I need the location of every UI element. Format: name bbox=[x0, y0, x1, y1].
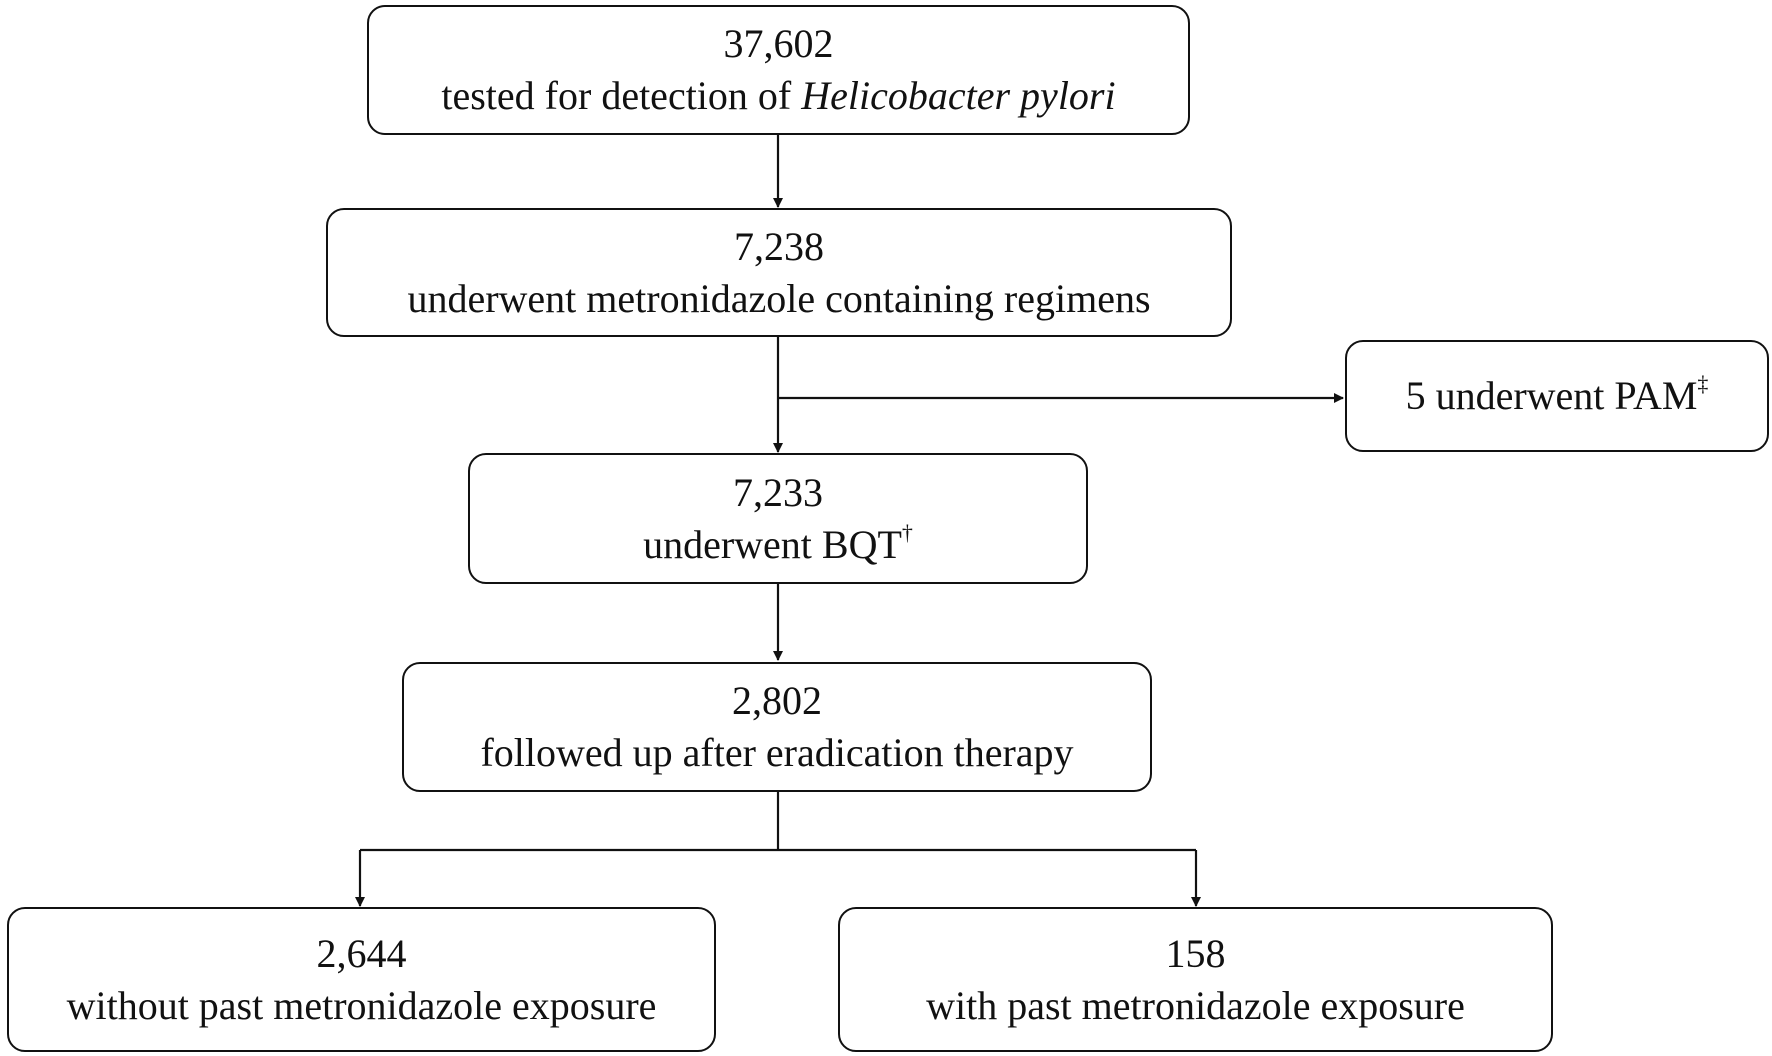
tested-count: 37,602 bbox=[723, 21, 834, 66]
with-exposure-box: 158 with past metronidazole exposure bbox=[838, 907, 1553, 1052]
metronidazole-regimens-box: 7,238 underwent metronidazole containing… bbox=[326, 208, 1232, 337]
followed-up-label: followed up after eradication therapy bbox=[480, 730, 1074, 775]
with-exposure-count: 158 bbox=[1165, 930, 1226, 976]
regimens-label: underwent metronidazole containing regim… bbox=[407, 275, 1151, 321]
tested-label: tested for detection of Helicobacter pyl… bbox=[441, 70, 1115, 122]
pam-box: 5 underwent PAM‡ bbox=[1345, 340, 1769, 452]
pam-footnote-mark: ‡ bbox=[1697, 371, 1709, 396]
bqt-count: 7,233 bbox=[733, 469, 823, 515]
tested-label-italic: Helicobacter pylori bbox=[801, 73, 1116, 118]
tested-label-text: tested for detection of bbox=[441, 73, 802, 118]
pam-label: 5 underwent PAM‡ bbox=[1406, 370, 1709, 422]
without-exposure-box: 2,644 without past metronidazole exposur… bbox=[7, 907, 716, 1052]
pam-label-text: 5 underwent PAM bbox=[1405, 373, 1698, 418]
tested-box: 37,602 tested for detection of Helicobac… bbox=[367, 5, 1190, 135]
without-exposure-count: 2,644 bbox=[316, 930, 407, 976]
bqt-footnote-mark: † bbox=[901, 519, 913, 545]
followed-up-count: 2,802 bbox=[732, 678, 822, 723]
bqt-box: 7,233 underwent BQT† bbox=[468, 453, 1088, 584]
bqt-label: underwent BQT† bbox=[643, 519, 913, 571]
with-exposure-label: with past metronidazole exposure bbox=[926, 982, 1465, 1028]
regimens-count: 7,238 bbox=[734, 223, 824, 269]
followed-up-box: 2,802 followed up after eradication ther… bbox=[402, 662, 1152, 792]
bqt-label-text: underwent BQT bbox=[643, 521, 902, 567]
without-exposure-label: without past metronidazole exposure bbox=[66, 982, 657, 1028]
